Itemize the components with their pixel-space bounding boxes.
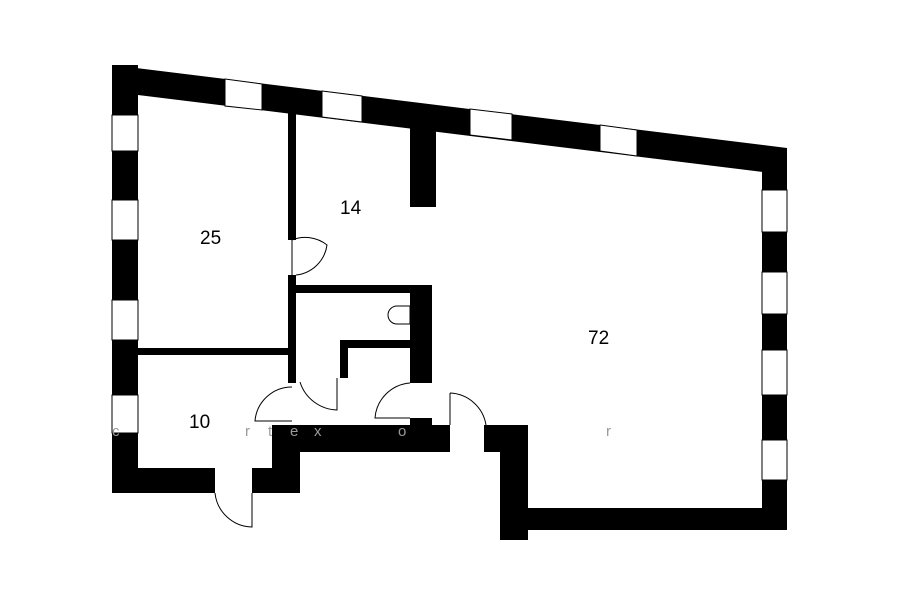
room-area-label: 14 — [340, 198, 362, 219]
top-wall — [112, 65, 787, 175]
bottom-wall — [500, 508, 787, 530]
partition — [410, 285, 432, 383]
partition — [410, 418, 432, 427]
partition — [340, 340, 410, 348]
partition — [288, 112, 296, 240]
window — [761, 349, 788, 396]
window — [111, 199, 139, 241]
door-swing — [449, 392, 487, 426]
window — [761, 439, 788, 481]
window — [761, 189, 788, 233]
window — [469, 108, 513, 141]
watermark-letter: c — [112, 423, 120, 440]
window — [111, 114, 139, 152]
pillar — [410, 122, 436, 207]
window — [224, 78, 263, 111]
window — [599, 124, 638, 157]
walls — [112, 65, 787, 540]
window — [321, 90, 363, 123]
doors — [214, 236, 487, 528]
wall — [484, 425, 528, 452]
window — [761, 271, 788, 315]
partition — [138, 348, 288, 355]
wall — [252, 468, 300, 493]
window — [111, 299, 139, 341]
windows — [111, 78, 788, 481]
door-swing — [254, 386, 293, 422]
door-swing — [374, 382, 411, 419]
window — [111, 394, 139, 434]
watermark-letter: x — [314, 423, 322, 440]
watermark-letter: r — [245, 423, 250, 440]
partition — [288, 275, 296, 383]
door-swing — [214, 492, 253, 528]
room-area-label: 25 — [200, 228, 222, 249]
watermark-letter: o — [398, 423, 407, 440]
partition — [296, 285, 432, 293]
wall — [112, 468, 215, 493]
door-swing — [291, 236, 328, 276]
room-area-label: 10 — [189, 412, 211, 433]
watermark-letter: r — [606, 423, 611, 440]
toilet-icon — [387, 305, 411, 325]
partition — [340, 340, 348, 378]
room-area-label: 72 — [588, 328, 610, 349]
watermark-letter: e — [290, 423, 299, 440]
wall — [272, 425, 450, 452]
watermark-letter: t — [268, 423, 273, 440]
door-swing — [299, 378, 338, 411]
